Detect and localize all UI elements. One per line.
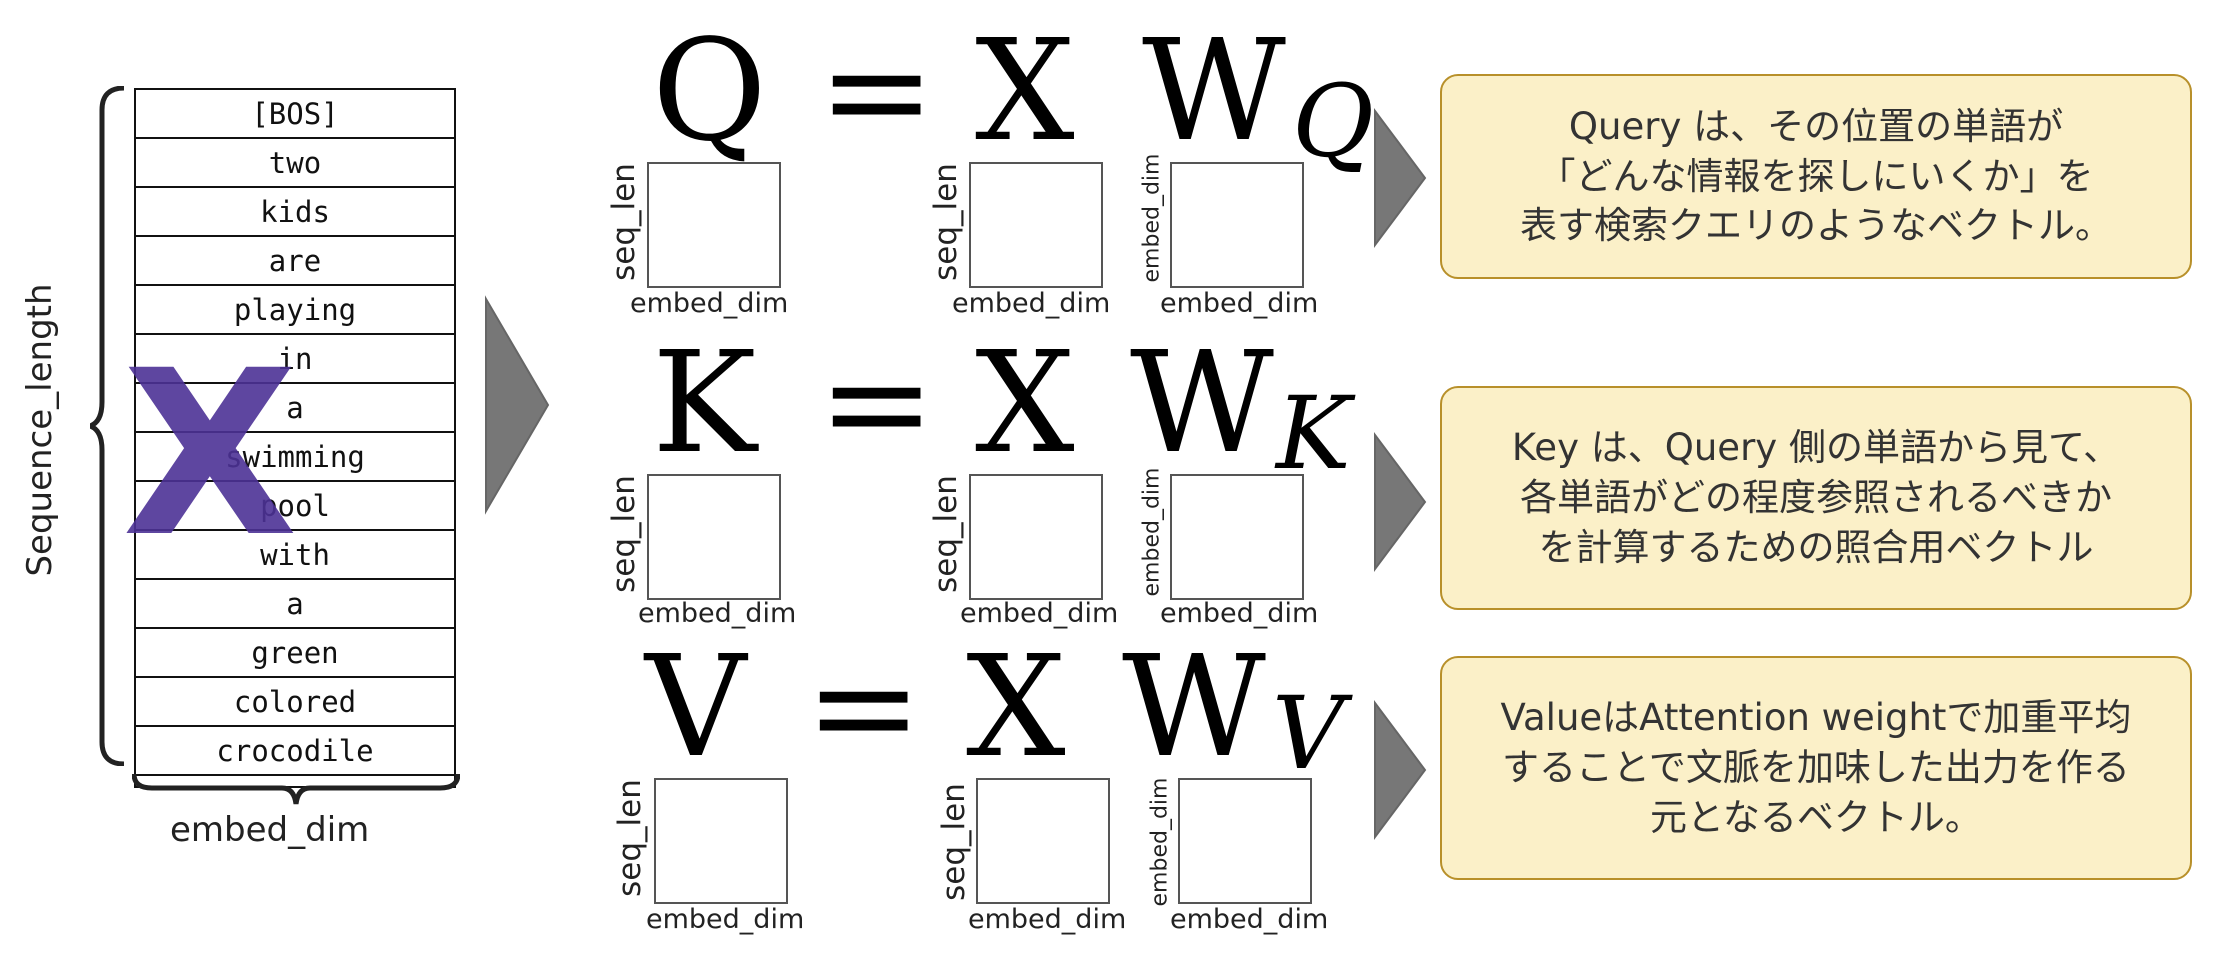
k-callout-arrow [1374, 432, 1427, 572]
token-row: a [134, 580, 456, 629]
k-x-embed-dim-label: embed_dim [960, 598, 1119, 629]
value-callout: ValueはAttention weightで加重平均 することで文脈を加味した… [1440, 656, 2192, 880]
v-x-symbol: X [966, 626, 1066, 789]
v-seq-len-label: seq_len [612, 779, 648, 897]
q-matrix-box [647, 162, 781, 288]
v-equals: = [805, 626, 923, 789]
k-x-symbol: X [975, 322, 1075, 485]
q-w-symbol: W [1142, 10, 1286, 173]
k-x-seq-len-label: seq_len [928, 475, 964, 593]
v-w-subscript: V [1272, 675, 1345, 792]
k-w-symbol: W [1130, 322, 1274, 485]
key-callout: Key は、Query 側の単語から見て、 各単語がどの程度参照されるべきか を… [1440, 386, 2192, 610]
sequence-brace [90, 86, 125, 766]
value-callout-line-2: することで文脈を加味した出力を作る [1502, 746, 2130, 790]
token-row: green [134, 629, 456, 678]
q-x-matrix-box [969, 162, 1103, 288]
input-matrix-x-mark: X [122, 321, 298, 587]
k-seq-len-label: seq_len [606, 475, 642, 593]
query-callout-line-2: 「どんな情報を探しにいくか」を [1538, 154, 2094, 198]
token-row: a [134, 384, 456, 433]
token-row: are [134, 237, 456, 286]
token-row: playing [134, 286, 456, 335]
wv-embed-dim-label: embed_dim [1170, 904, 1329, 935]
k-matrix-box [647, 474, 781, 600]
v-x-embed-dim-label: embed_dim [968, 904, 1127, 935]
token-row: [BOS] [134, 90, 456, 139]
wk-embed-dim-label: embed_dim [1160, 598, 1319, 629]
wk-embed-dim-vertical-label: embed_dim [1139, 467, 1165, 597]
query-callout-line-3: 表す検索クエリのようなベクトル。 [1520, 204, 2112, 248]
transform-arrow [485, 295, 550, 515]
v-symbol: V [645, 626, 747, 789]
token-row: with [134, 531, 456, 580]
k-x-matrix-box [969, 474, 1103, 600]
key-callout-line-2: 各単語がどの程度参照されるべきか [1519, 476, 2112, 520]
token-row: kids [134, 188, 456, 237]
wq-embed-dim-label: embed_dim [1160, 288, 1319, 319]
v-matrix-box [654, 778, 788, 904]
query-callout-line-1: Query は、その位置の単語が [1568, 104, 2064, 148]
q-embed-dim-label: embed_dim [630, 288, 789, 319]
q-symbol: Q [652, 10, 767, 173]
value-callout-line-1: ValueはAttention weightで加重平均 [1500, 696, 2132, 740]
token-row: swimming [134, 433, 456, 482]
q-seq-len-label: seq_len [606, 163, 642, 281]
v-w-symbol: W [1122, 626, 1266, 789]
k-embed-dim-label: embed_dim [638, 598, 797, 629]
token-row: colored [134, 678, 456, 727]
v-x-seq-len-label: seq_len [936, 783, 972, 901]
query-callout: Query は、その位置の単語が 「どんな情報を探しにいくか」を 表す検索クエリ… [1440, 74, 2192, 279]
v-embed-dim-label: embed_dim [646, 904, 805, 935]
value-callout-line-3: 元となるベクトル。 [1650, 795, 1982, 839]
wv-embed-dim-vertical-label: embed_dim [1147, 777, 1173, 907]
key-callout-line-1: Key は、Query 側の単語から見て、 [1511, 426, 2121, 470]
q-x-embed-dim-label: embed_dim [952, 288, 1111, 319]
wq-embed-dim-vertical-label: embed_dim [1139, 153, 1165, 283]
v-x-matrix-box [976, 778, 1110, 904]
k-symbol: K [652, 322, 757, 485]
wk-matrix-box [1170, 474, 1304, 600]
sequence-length-label: Sequence_length [20, 283, 60, 577]
q-x-symbol: X [975, 10, 1075, 173]
v-callout-arrow [1374, 700, 1427, 840]
wq-matrix-box [1170, 162, 1304, 288]
token-row: in [134, 335, 456, 384]
q-callout-arrow [1374, 108, 1427, 248]
k-equals: = [818, 322, 936, 485]
q-equals: = [818, 10, 936, 173]
embed-dim-label: embed_dim [170, 810, 370, 850]
key-callout-line-3: を計算するための照合用ベクトル [1538, 525, 2094, 569]
wv-matrix-box [1178, 778, 1312, 904]
token-row: pool [134, 482, 456, 531]
k-w-subscript: K [1276, 375, 1351, 492]
q-w-subscript: Q [1292, 63, 1374, 180]
embed-dim-brace [132, 773, 460, 805]
token-row: crocodile [134, 727, 456, 776]
q-x-seq-len-label: seq_len [928, 163, 964, 281]
token-row: two [134, 139, 456, 188]
